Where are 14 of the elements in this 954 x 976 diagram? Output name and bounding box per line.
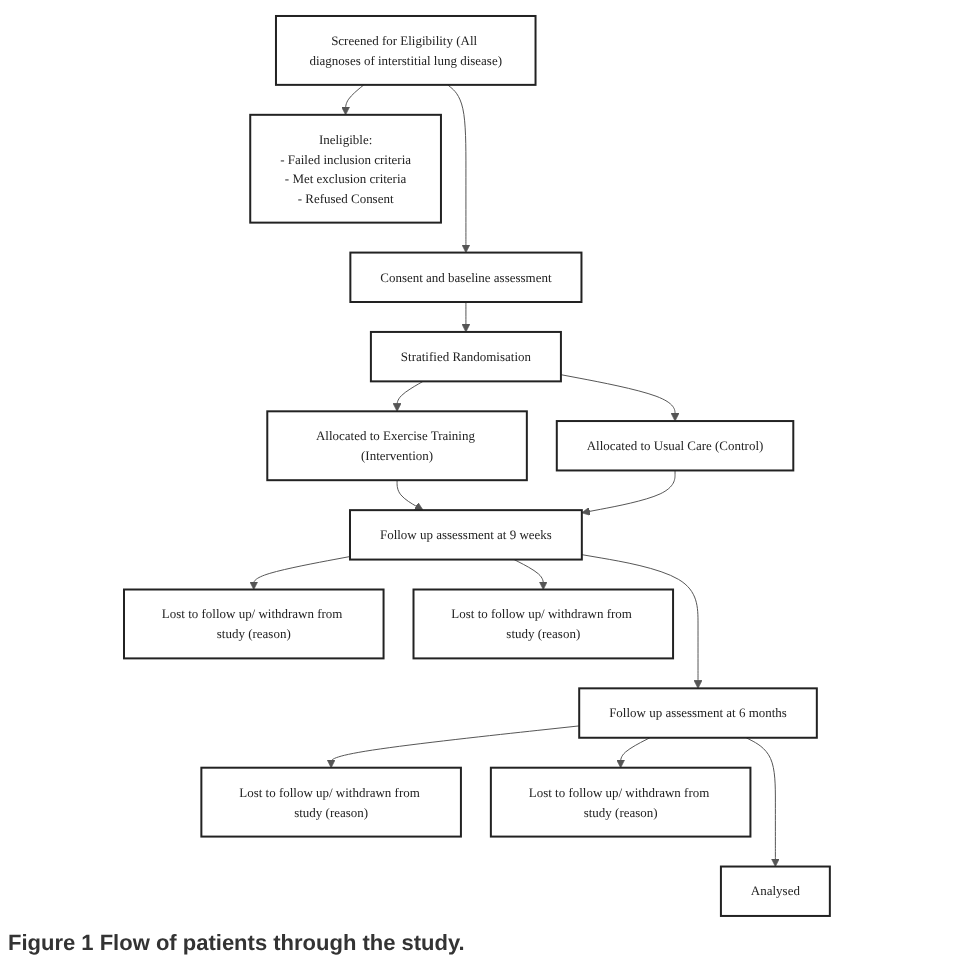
arrow — [581, 469, 676, 516]
figure-caption: Figure 1 Flow of patients through the study. — [8, 932, 465, 956]
arrow — [513, 559, 548, 590]
arrow — [745, 737, 780, 867]
arrow — [341, 84, 365, 116]
arrow — [616, 737, 651, 769]
arrow — [447, 84, 471, 253]
arrow — [249, 556, 351, 590]
arrow — [581, 554, 703, 689]
arrow — [392, 380, 424, 412]
arrow — [461, 301, 471, 333]
arrow — [560, 374, 680, 422]
arrow — [326, 725, 580, 769]
arrow — [396, 479, 424, 511]
